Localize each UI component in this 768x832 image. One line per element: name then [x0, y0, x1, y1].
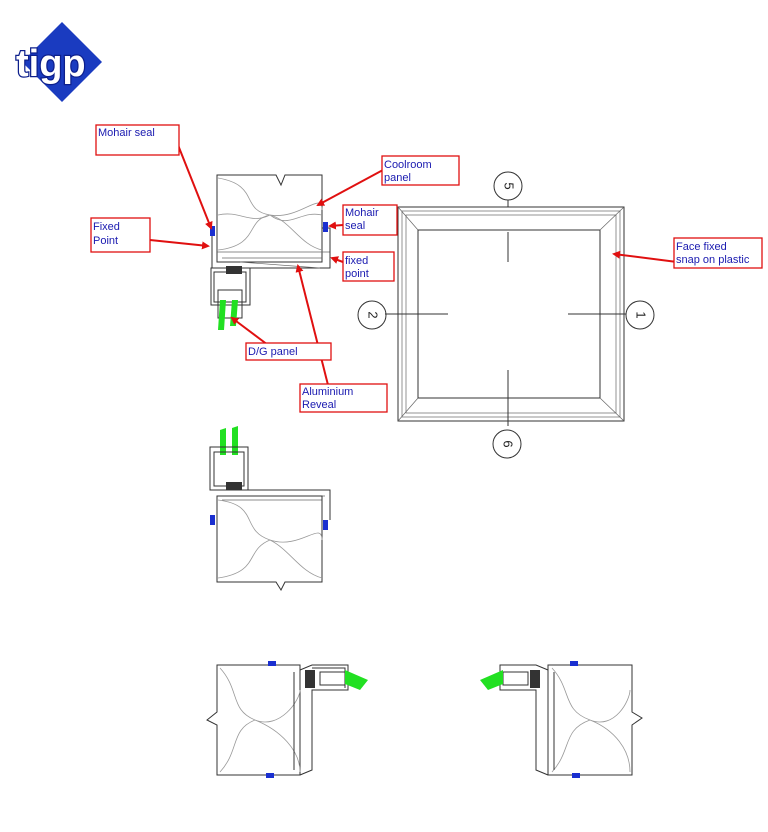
marker-6-label: 6 [501, 440, 516, 447]
label-aluminium-reveal: Aluminium Reveal [299, 383, 388, 413]
marker-5-label: 5 [502, 182, 517, 189]
arrow-mohair-seal-left [177, 144, 213, 230]
marker-2-label: 2 [366, 311, 381, 318]
svg-text:point: point [345, 268, 369, 280]
arrow-aluminium-reveal [295, 264, 329, 386]
marker-2: 2 [357, 300, 387, 330]
svg-text:Face fixed: Face fixed [676, 241, 727, 253]
label-fixed-point-right: fixed point [342, 251, 395, 282]
marker-5: 5 [493, 171, 523, 201]
label-face-fixed: Face fixed snap on plastic [673, 237, 763, 269]
svg-text:Coolroom: Coolroom [384, 159, 432, 171]
section-detail-bottom-left [206, 661, 368, 778]
marker-1-label: 1 [634, 311, 649, 318]
svg-text:Fixed: Fixed [93, 221, 120, 233]
section-detail-bottom-right [480, 661, 643, 778]
logo-text: tigp [16, 43, 86, 85]
label-coolroom-panel: Coolroom panel [381, 155, 460, 186]
arrow-dg-panel [230, 316, 269, 346]
label-dg-panel: D/G panel [245, 342, 332, 361]
arrow-mohair-seal-right [328, 221, 344, 230]
window-elevation [385, 200, 626, 426]
svg-text:snap on plastic: snap on plastic [676, 254, 750, 266]
svg-text:panel: panel [384, 172, 411, 184]
marker-1: 1 [625, 300, 655, 330]
section-detail-top [210, 174, 331, 330]
svg-text:seal: seal [345, 220, 365, 232]
tigp-logo: tigp [15, 22, 102, 102]
label-mohair-seal-left: Mohair seal [95, 124, 180, 156]
svg-text:Aluminium: Aluminium [302, 386, 353, 398]
section-detail-middle [209, 426, 331, 592]
arrow-fixed-point-left [149, 239, 210, 250]
arrow-coolroom-panel [316, 169, 384, 206]
marker-6: 6 [492, 429, 522, 459]
arrow-face-fixed [612, 250, 678, 263]
svg-text:D/G panel: D/G panel [248, 346, 298, 358]
svg-text:Mohair seal: Mohair seal [98, 127, 155, 139]
arrow-fixed-point-right [330, 256, 344, 264]
label-mohair-seal-right: Mohair seal [342, 204, 398, 236]
svg-text:Point: Point [93, 235, 118, 247]
callout-arrows [149, 144, 678, 386]
svg-text:fixed: fixed [345, 255, 368, 267]
logo-diamond [22, 22, 102, 102]
svg-text:Mohair: Mohair [345, 207, 379, 219]
svg-text:Reveal: Reveal [302, 399, 336, 411]
label-fixed-point-left: Fixed Point [90, 217, 151, 253]
